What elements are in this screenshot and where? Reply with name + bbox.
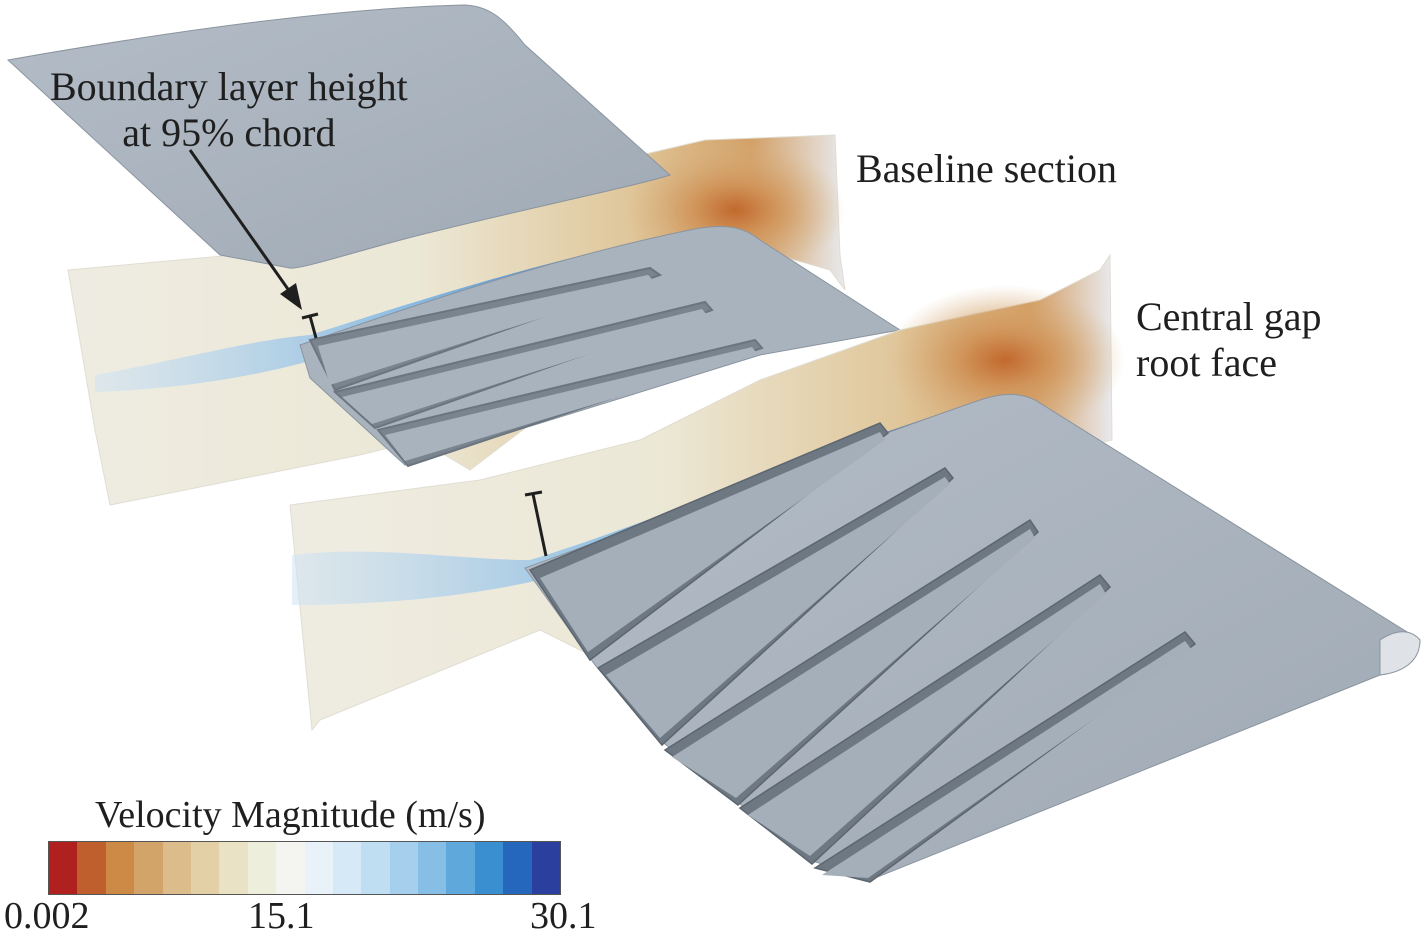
annotation-arrow (188, 149, 302, 310)
central-gap-label-line-2: root face (1136, 340, 1278, 385)
central-gap-label-line-1: Central gap (1136, 294, 1322, 339)
colorbar-swatch (332, 842, 362, 894)
colorbar-swatch (190, 842, 220, 894)
annotation-line-1: Boundary layer height (50, 64, 408, 109)
colorbar-swatch (418, 842, 447, 894)
colorbar-swatch (361, 842, 390, 894)
central-slot-faces (540, 432, 1192, 878)
central-gap-slice (289, 253, 1125, 732)
boundary-layer-marker-baseline (301, 312, 319, 339)
colorbar-swatch (247, 842, 277, 894)
colorbar-swatch (389, 842, 419, 894)
colorbar (48, 841, 561, 895)
colorbar-title: Velocity Magnitude (m/s) (95, 794, 486, 836)
baseline-section-label: Baseline section (856, 146, 1118, 191)
colorbar-swatch (162, 842, 191, 894)
colorbar-swatch (531, 842, 561, 894)
baseline-wing-surface (6, 4, 671, 269)
colorbar-swatch (474, 842, 504, 894)
annotation-line-2: at 95% chord (122, 110, 336, 155)
colorbar-min-label: 0.002 (4, 895, 90, 937)
colorbar-swatch (304, 842, 333, 894)
colorbar-swatch (77, 842, 106, 894)
boundary-layer-annotation: Boundary layer height at 95% chord (50, 64, 408, 156)
colorbar-swatch (446, 842, 475, 894)
baseline-slot-faces (318, 275, 758, 461)
colorbar-swatch (276, 842, 305, 894)
colorbar-swatch (105, 842, 135, 894)
boundary-layer-marker-central (524, 490, 548, 557)
colorbar-swatch (219, 842, 248, 894)
colorbar-swatch (503, 842, 532, 894)
colorbar-swatch (134, 842, 163, 894)
colorbar-max-label: 30.1 (530, 895, 597, 937)
colorbar-swatch (49, 842, 78, 894)
colorbar-mid-label: 15.1 (248, 895, 315, 937)
central-gap-label: Central gap root face (1136, 294, 1322, 386)
central-wing-leading-edge (1379, 631, 1421, 676)
